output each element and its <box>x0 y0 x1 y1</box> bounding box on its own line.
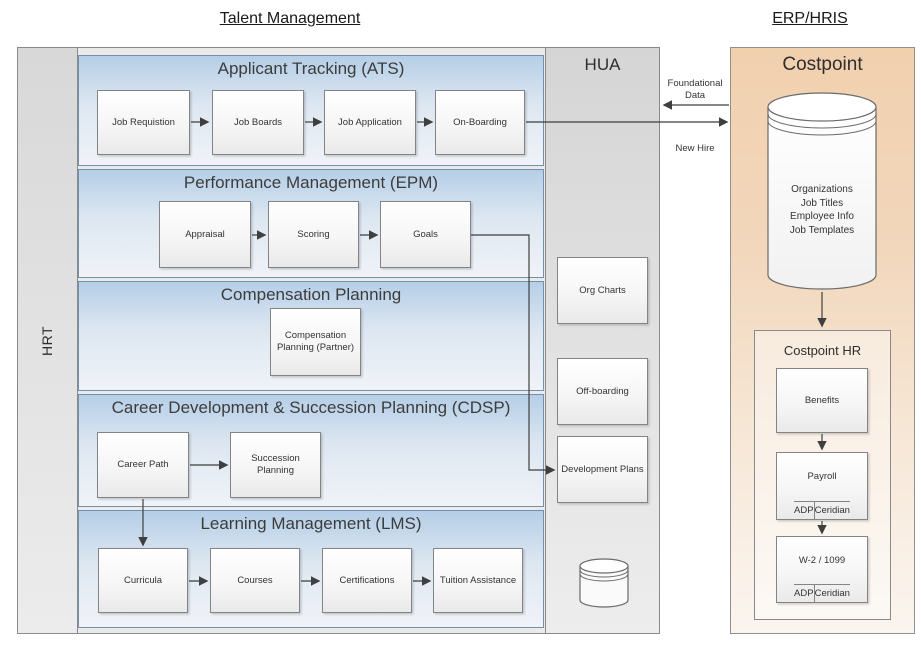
w2-vendor-ceridian: Ceridian <box>814 587 850 599</box>
payroll-vendor-adp: ADP <box>794 502 815 519</box>
foundational-data-label: Foundational Data <box>667 78 723 101</box>
w2-1099-box: W-2 / 1099 ADP Ceridian <box>776 536 868 603</box>
payroll-vendor-ceridian: Ceridian <box>814 504 850 516</box>
costpoint-database-text: Organizations Job Titles Employee Info J… <box>770 183 874 237</box>
talent-management-title: Talent Management <box>219 10 361 27</box>
hua-database-icon <box>579 558 629 608</box>
costpoint-database-icon <box>767 92 877 290</box>
hrt-label: HRT <box>39 325 56 356</box>
job-boards-box: Job Boards <box>212 90 304 155</box>
costpoint-database-line: Employee Info <box>790 211 854 222</box>
benefits-box: Benefits <box>776 368 868 433</box>
payroll-box: Payroll ADP Ceridian <box>776 452 868 520</box>
payroll-label: Payroll <box>807 471 837 482</box>
succession-planning-box: Succession Planning <box>230 432 321 498</box>
lms-band-title: Learning Management (LMS) <box>200 514 422 533</box>
off-boarding-box: Off-boarding <box>557 358 648 425</box>
costpoint-database-line: Job Titles <box>800 197 844 209</box>
ats-band-title: Applicant Tracking (ATS) <box>217 59 405 78</box>
courses-box: Courses <box>210 548 300 613</box>
hua-label: HUA <box>584 55 621 74</box>
development-plans-box: Development Plans <box>557 436 648 503</box>
org-charts-box: Org Charts <box>557 257 648 324</box>
job-application-box: Job Application <box>324 90 416 155</box>
cdsp-band-title: Career Development & Succession Planning… <box>111 398 511 417</box>
appraisal-box: Appraisal <box>159 201 251 268</box>
job-requisition-box: Job Requistion <box>97 90 190 155</box>
career-path-box: Career Path <box>97 432 189 498</box>
tuition-assistance-box: Tuition Assistance <box>433 548 523 613</box>
hrt-sidebar: HRT <box>17 47 78 634</box>
epm-band-title: Performance Management (EPM) <box>183 173 439 192</box>
curricula-box: Curricula <box>98 548 188 613</box>
on-boarding-box: On-Boarding <box>435 90 525 155</box>
certifications-box: Certifications <box>322 548 412 613</box>
costpoint-title: Costpoint <box>782 54 863 75</box>
payroll-vendor-row: ADP Ceridian <box>794 501 850 519</box>
goals-box: Goals <box>380 201 471 268</box>
comp-band-title: Compensation Planning <box>220 285 402 304</box>
w2-1099-label: W-2 / 1099 <box>798 554 846 566</box>
scoring-box: Scoring <box>268 201 359 268</box>
w2-vendor-row: ADP Ceridian <box>794 584 850 602</box>
costpoint-database-line: Organizations <box>791 184 853 195</box>
erp-hris-title: ERP/HRIS <box>772 10 848 27</box>
compensation-partner-box: Compensation Planning (Partner) <box>270 308 361 376</box>
hua-column: HUA <box>545 47 660 634</box>
costpoint-database-line: Job Templates <box>789 224 855 236</box>
costpoint-hr-title: Costpoint HR <box>783 343 862 358</box>
w2-vendor-adp: ADP <box>794 585 815 602</box>
new-hire-label: New Hire <box>675 143 715 154</box>
